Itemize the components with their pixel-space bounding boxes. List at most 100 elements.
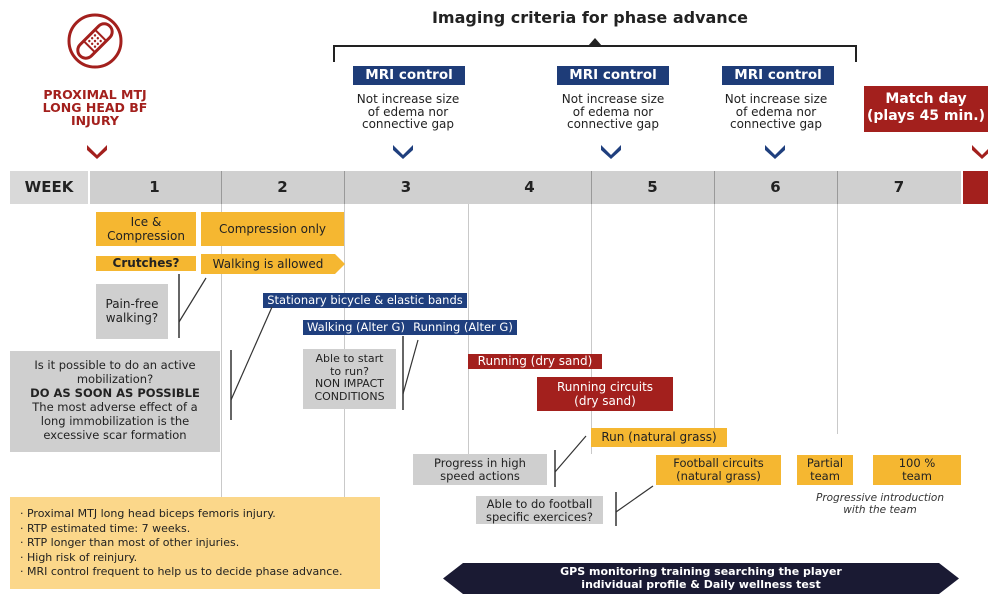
week-label: WEEK (10, 171, 88, 204)
mri-text-line: connective gap (361, 117, 455, 131)
progress-high-speed-box: Progress in high speed actions (413, 454, 547, 485)
note-line: Progressive introduction (815, 492, 945, 504)
week-cell: 3 (344, 171, 468, 204)
pain-free-box: Pain-free walking? (96, 284, 168, 339)
week-divider (591, 171, 592, 204)
ice-compression-box: Ice & Compression (96, 212, 196, 246)
running-alter-g-bar: Running (Alter G) (409, 320, 517, 335)
match-day-line: (plays 45 min.) (867, 108, 985, 124)
criteria-title: Imaging criteria for phase advance (431, 8, 749, 27)
summary-line: · MRI control frequent to help us to dec… (20, 565, 343, 578)
box-line: long immobilization is the (40, 414, 190, 428)
crutches-box: Crutches? (96, 256, 196, 271)
mri-text-line: connective gap (729, 117, 823, 131)
mri-text-line: Not increase size (724, 92, 828, 106)
box-line: team (902, 469, 932, 483)
mri-text-line: Not increase size (356, 92, 460, 106)
injury-label: PROXIMAL MTJ LONG HEAD BF INJURY (30, 88, 160, 127)
box-line: Football circuits (673, 456, 764, 470)
running-circuits-box: Running circuits (dry sand) (537, 377, 673, 411)
week-cell: 4 (468, 171, 591, 204)
week-divider (221, 171, 222, 204)
bandage-icon (67, 13, 123, 69)
week-cell: 7 (837, 171, 961, 204)
box-line: Able to do football (486, 497, 593, 511)
week-cell: 6 (714, 171, 837, 204)
box-line: specific exercices? (486, 509, 593, 524)
chevron-down-icon (87, 145, 107, 159)
box-line: walking? (105, 311, 159, 325)
stationary-bicycle-bar: Stationary bicycle & elastic bands (263, 293, 467, 308)
partial-team-box: Partial team (797, 455, 853, 485)
gps-banner-shape (443, 563, 959, 594)
connector-line (402, 336, 419, 410)
box-line: to run? (330, 364, 369, 378)
injury-line: PROXIMAL MTJ (43, 87, 147, 102)
mri-text-line: Not increase size (561, 92, 665, 106)
summary-line: · High risk of reinjury. (20, 550, 138, 564)
mri-control-2: MRI control (557, 66, 669, 85)
grid-line (591, 204, 592, 454)
chevron-down-icon (393, 145, 413, 159)
football-circuits-box: Football circuits (natural grass) (656, 455, 781, 485)
mri-label: MRI control (557, 66, 669, 85)
mri-text-line: of edema nor (735, 104, 817, 119)
able-football-box: Able to do football specific exercices? (476, 496, 603, 524)
chevron-down-icon (601, 145, 621, 159)
box-line: Progress in high (434, 456, 526, 470)
box-line: mobilization? (76, 372, 154, 386)
box-line: 100 % (898, 456, 936, 470)
mri-text-1: Not increase size of edema nor connectiv… (340, 93, 476, 131)
connector-line (554, 435, 587, 487)
box-line: Able to start (315, 352, 384, 365)
box-line: excessive scar formation (43, 428, 187, 442)
week-divider (88, 171, 90, 204)
chevron-down-icon (765, 145, 785, 159)
connector-line (230, 306, 273, 420)
box-line: Is it possible to do an active (34, 358, 196, 372)
compression-only-box: Compression only (201, 212, 344, 246)
grid-line (714, 204, 715, 434)
box-line: Partial (806, 456, 844, 470)
box-line: Ice & (130, 215, 162, 229)
week-cell: 5 (591, 171, 714, 204)
box-line: Pain-free (105, 297, 159, 311)
box-line: Compression (107, 229, 185, 243)
summary-box: · Proximal MTJ long head biceps femoris … (10, 497, 380, 589)
mri-text-line: of edema nor (367, 104, 449, 119)
injury-line: LONG HEAD BF (42, 100, 148, 115)
week-cell: 2 (221, 171, 344, 204)
connector-line (178, 274, 207, 338)
match-week-marker (963, 171, 988, 204)
box-line: Running circuits (556, 380, 654, 394)
week-divider (344, 171, 345, 204)
mri-control-3: MRI control (722, 66, 834, 85)
box-line: CONDITIONS (314, 389, 385, 403)
mri-control-1: MRI control (353, 66, 465, 85)
note-line: with the team (843, 504, 917, 516)
able-to-run-box: Able to start to run? NON IMPACT CONDITI… (303, 349, 396, 409)
match-day-box: Match day (plays 45 min.) (864, 86, 988, 132)
mri-text-line: of edema nor (572, 104, 654, 119)
mri-text-2: Not increase size of edema nor connectiv… (545, 93, 681, 131)
week-divider (714, 171, 715, 204)
summary-line: · RTP longer than most of other injuries… (20, 536, 240, 549)
week-divider (837, 171, 838, 204)
mri-text-line: connective gap (566, 117, 660, 131)
running-dry-sand-bar: Running (dry sand) (468, 354, 602, 369)
banner-line: individual profile & Daily wellness test (581, 577, 821, 591)
box-line: team (810, 469, 840, 483)
walking-alter-g-bar: Walking (Alter G) (303, 320, 409, 335)
box-line: (dry sand) (574, 394, 636, 408)
week-cell: 1 (88, 171, 221, 204)
connector-line (615, 485, 654, 526)
full-team-box: 100 % team (873, 455, 961, 485)
box-line: (natural grass) (676, 469, 761, 483)
grid-line (221, 204, 222, 544)
gps-banner-text: GPS monitoring training searching the pl… (463, 565, 939, 591)
box-line: The most adverse effect of a (32, 400, 198, 414)
box-line: DO AS SOON AS POSSIBLE (30, 386, 200, 400)
summary-line: · Proximal MTJ long head biceps femoris … (20, 507, 276, 520)
match-day-line: Match day (885, 91, 967, 107)
injury-line: INJURY (71, 113, 119, 128)
